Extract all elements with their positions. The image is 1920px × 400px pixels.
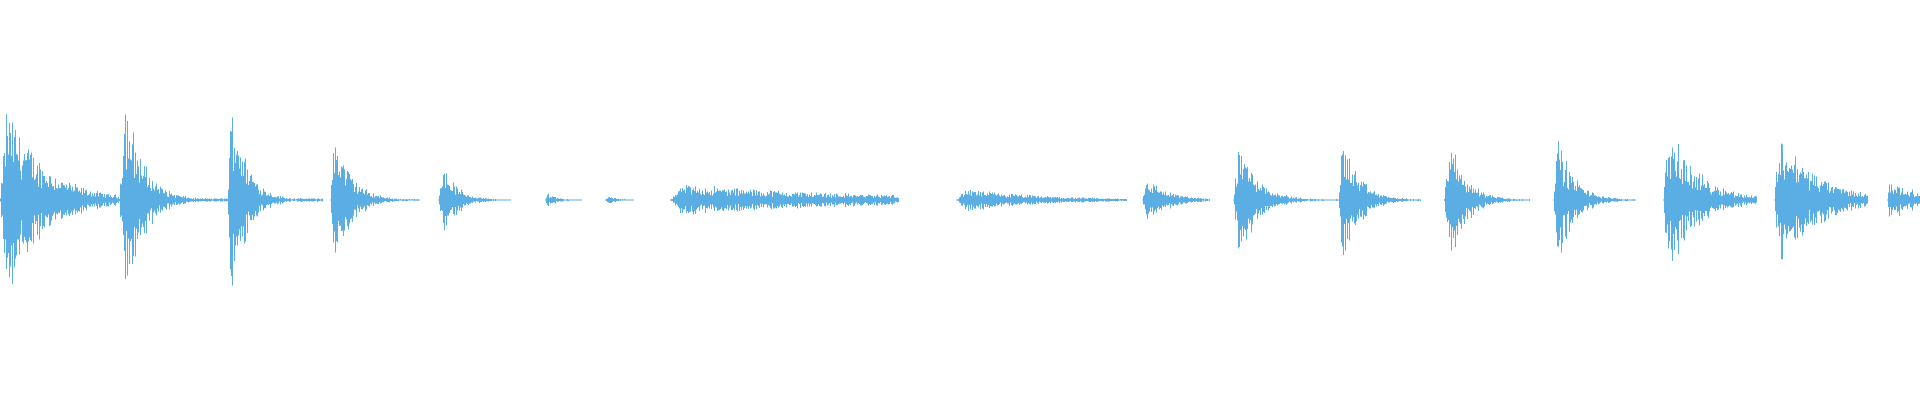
waveform-bars [0,114,1920,286]
